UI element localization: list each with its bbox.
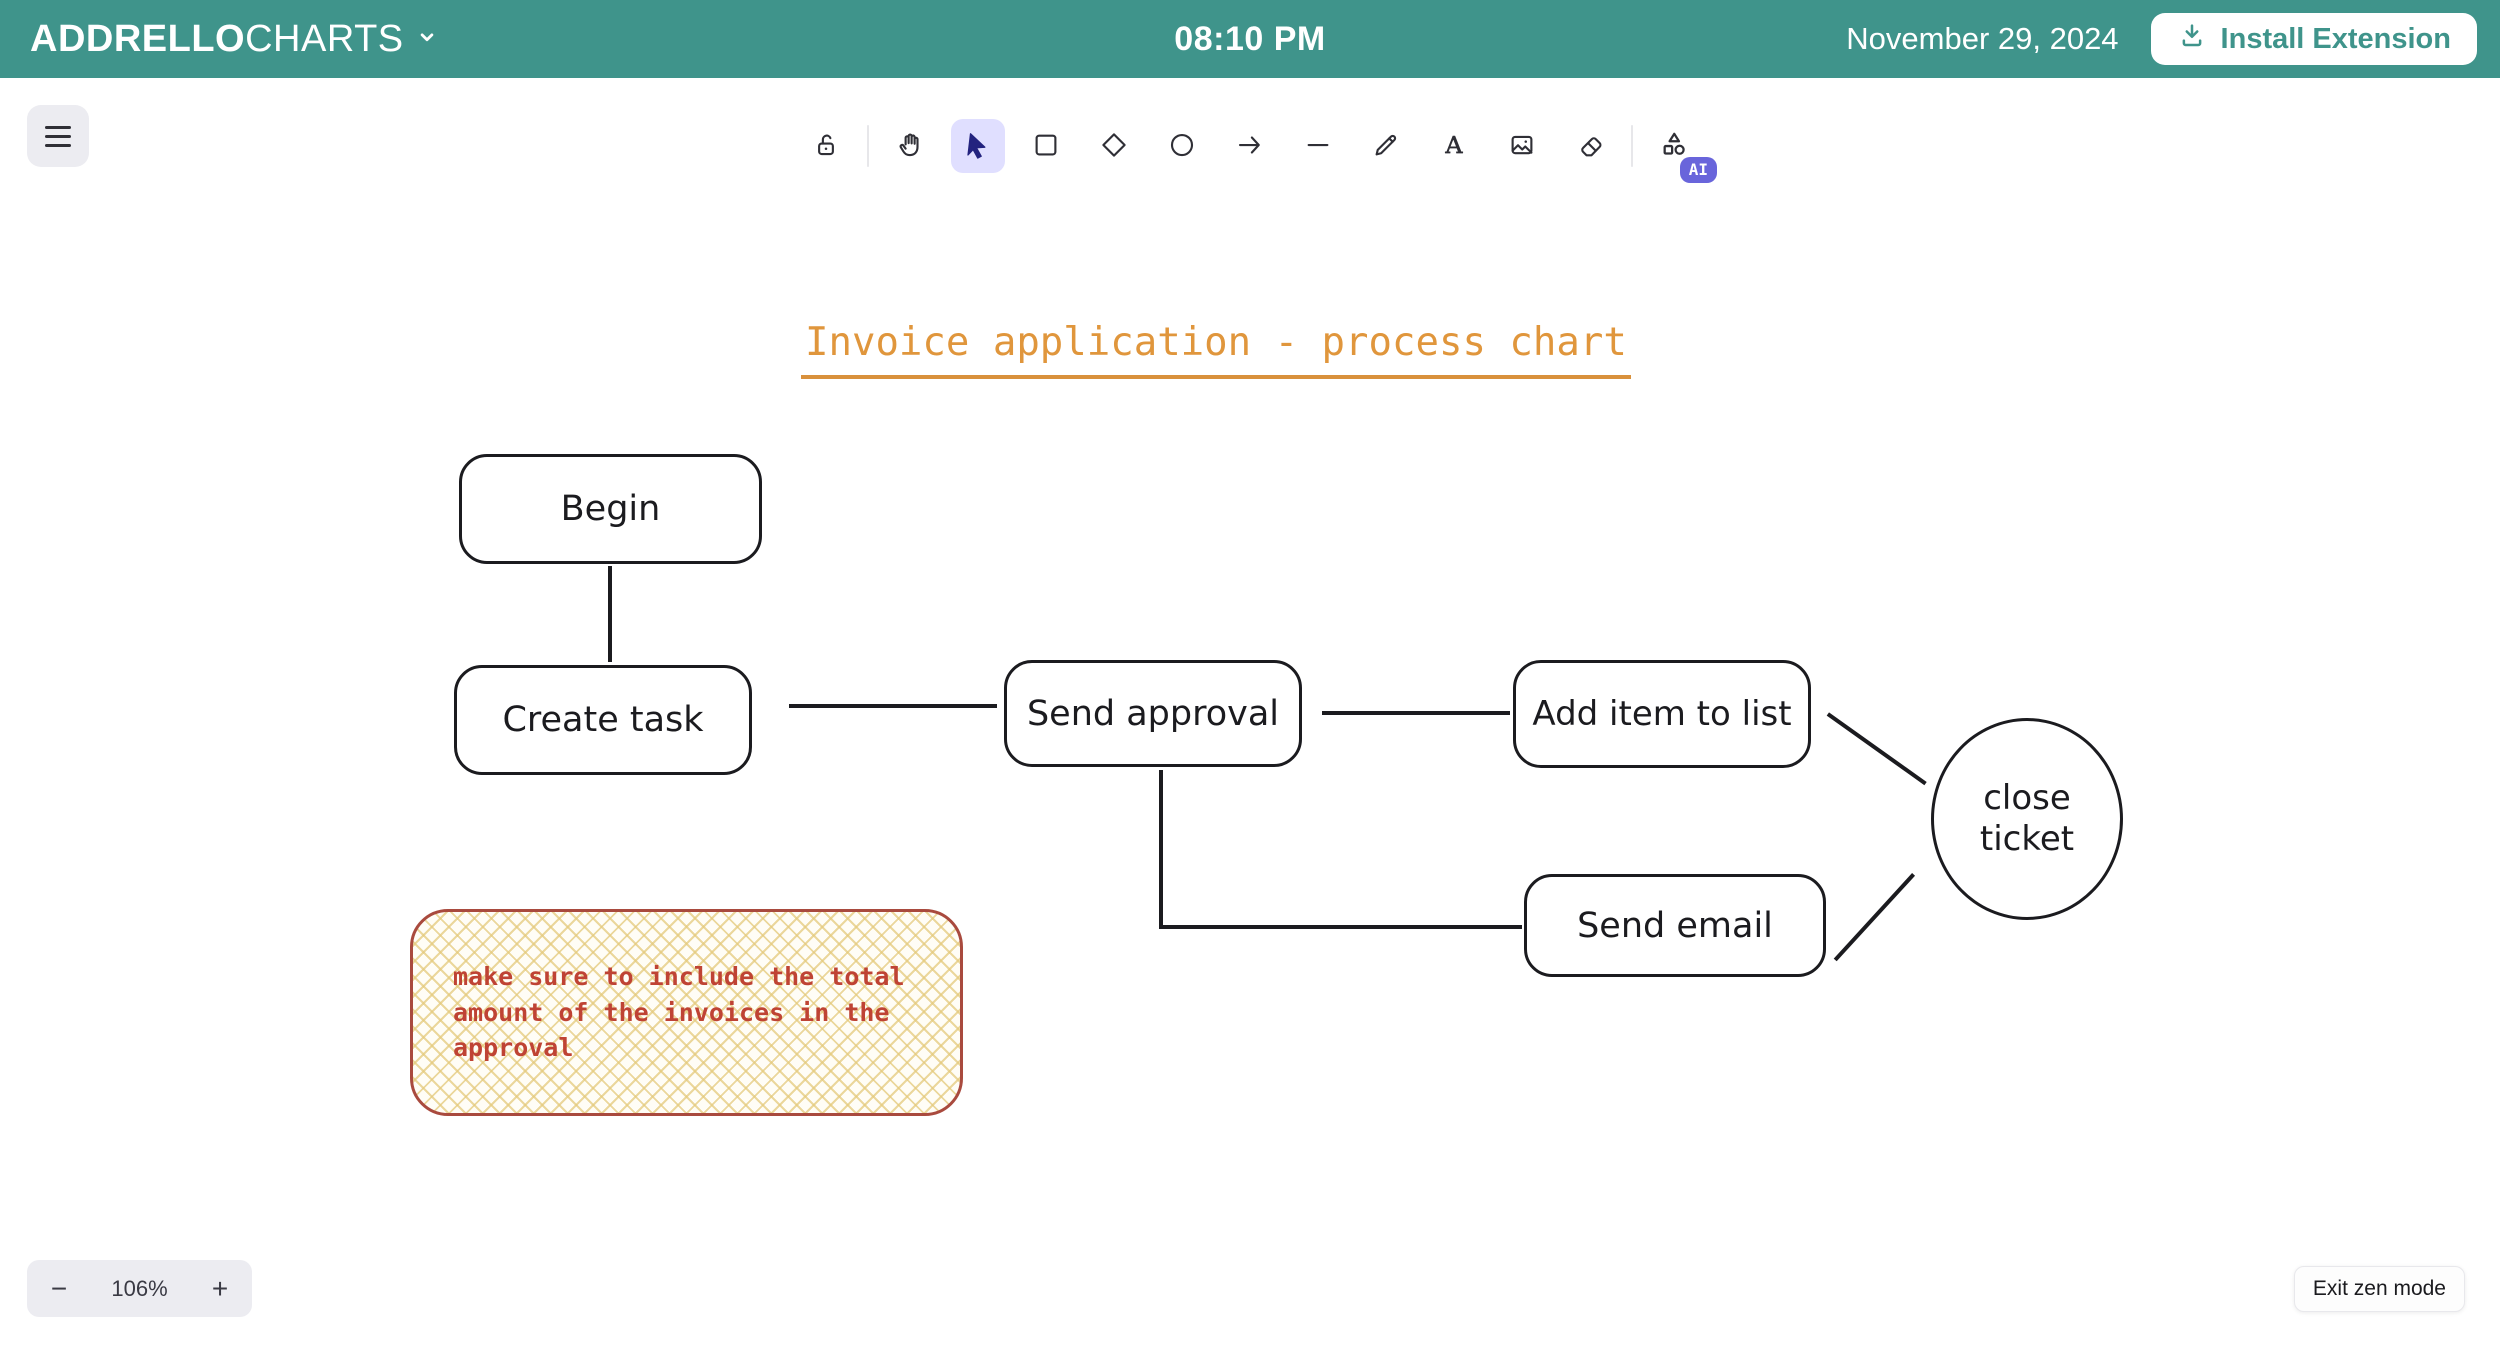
- brand-name-bold: ADDRELLO: [30, 17, 246, 60]
- rectangle-tool-button[interactable]: [1019, 119, 1073, 173]
- flow-node-close-ticket[interactable]: close ticket: [1931, 718, 2123, 920]
- text-icon: A: [1439, 130, 1469, 163]
- image-icon: [1507, 130, 1537, 163]
- zoom-in-button[interactable]: +: [198, 1267, 242, 1311]
- lock-open-icon: [811, 130, 841, 163]
- text-tool-button[interactable]: A: [1427, 119, 1481, 173]
- download-icon: [2177, 20, 2207, 58]
- arrow-icon: [1235, 130, 1265, 163]
- connector-begin-create-task[interactable]: [608, 566, 612, 662]
- svg-text:A: A: [1444, 131, 1463, 159]
- rectangle-icon: [1031, 130, 1061, 163]
- eraser-icon: [1575, 130, 1605, 163]
- ai-badge: AI: [1679, 157, 1717, 183]
- ellipse-icon: [1167, 130, 1197, 163]
- main-menu-button[interactable]: [27, 105, 89, 167]
- image-tool-button[interactable]: [1495, 119, 1549, 173]
- node-label: close ticket: [1979, 778, 2075, 859]
- arrow-tool-button[interactable]: [1223, 119, 1277, 173]
- hamburger-icon: [45, 125, 71, 147]
- connector-approval-email-horizontal[interactable]: [1159, 925, 1522, 929]
- note-text: make sure to include the total amount of…: [453, 962, 905, 1063]
- brand-name-regular: CHARTS: [245, 17, 404, 60]
- flow-node-add-item-to-list[interactable]: Add item to list: [1513, 660, 1811, 768]
- install-extension-button[interactable]: Install Extension: [2150, 13, 2477, 65]
- app-header: ADDRELLO CHARTS 08:10 PM November 29, 20…: [0, 0, 2500, 78]
- brand-menu[interactable]: ADDRELLO CHARTS: [30, 0, 440, 78]
- ellipse-tool-button[interactable]: [1155, 119, 1209, 173]
- connector-create-task-approval[interactable]: [789, 704, 997, 708]
- draw-tool-button[interactable]: [1359, 119, 1413, 173]
- tool-island: A AI: [783, 110, 1717, 183]
- node-label: Send approval: [1026, 693, 1280, 734]
- toolbar-divider: [867, 125, 869, 167]
- selection-tool-button[interactable]: [951, 119, 1005, 173]
- flow-node-send-email[interactable]: Send email: [1524, 874, 1826, 977]
- sticky-note[interactable]: make sure to include the total amount of…: [410, 909, 963, 1116]
- flow-node-create-task[interactable]: Create task: [454, 665, 752, 775]
- zoom-level[interactable]: 106%: [111, 1275, 168, 1301]
- hand-icon: [895, 130, 925, 163]
- flow-node-send-approval[interactable]: Send approval: [1004, 660, 1302, 767]
- eraser-tool-button[interactable]: [1563, 119, 1617, 173]
- zoom-out-button[interactable]: −: [37, 1267, 81, 1311]
- node-label: Create task: [502, 700, 704, 740]
- toolbar-divider: [1631, 125, 1633, 167]
- hand-tool-button[interactable]: [883, 119, 937, 173]
- install-extension-label: Install Extension: [2220, 22, 2451, 55]
- node-label: Add item to list: [1532, 694, 1792, 734]
- exit-zen-mode-button[interactable]: Exit zen mode: [2293, 1266, 2465, 1312]
- connector-email-close-ticket[interactable]: [1833, 873, 1915, 961]
- node-label: Send email: [1577, 905, 1773, 946]
- line-tool-button[interactable]: [1291, 119, 1345, 173]
- clock-time: 08:10 PM: [1174, 19, 1326, 58]
- shapes-icon: [1658, 129, 1690, 164]
- lock-tool-button[interactable]: [799, 119, 853, 173]
- brand-logo: ADDRELLO CHARTS: [30, 18, 404, 61]
- diagram-title[interactable]: Invoice application - process chart: [801, 320, 1631, 379]
- line-icon: [1303, 130, 1333, 163]
- shapes-ai-tool-button[interactable]: AI: [1647, 119, 1717, 183]
- selection-cursor-icon: [963, 130, 993, 163]
- current-date: November 29, 2024: [1846, 21, 2119, 56]
- connector-add-item-close-ticket[interactable]: [1826, 712, 1927, 785]
- diamond-icon: [1099, 130, 1129, 163]
- connector-approval-email-vertical[interactable]: [1159, 770, 1163, 928]
- pencil-icon: [1371, 130, 1401, 163]
- connector-approval-add-item[interactable]: [1322, 711, 1510, 715]
- node-label: Begin: [560, 489, 661, 529]
- zoom-controls: − 106% +: [27, 1260, 252, 1317]
- chevron-down-icon: [414, 24, 440, 55]
- diamond-tool-button[interactable]: [1087, 119, 1141, 173]
- flow-node-begin[interactable]: Begin: [459, 454, 762, 564]
